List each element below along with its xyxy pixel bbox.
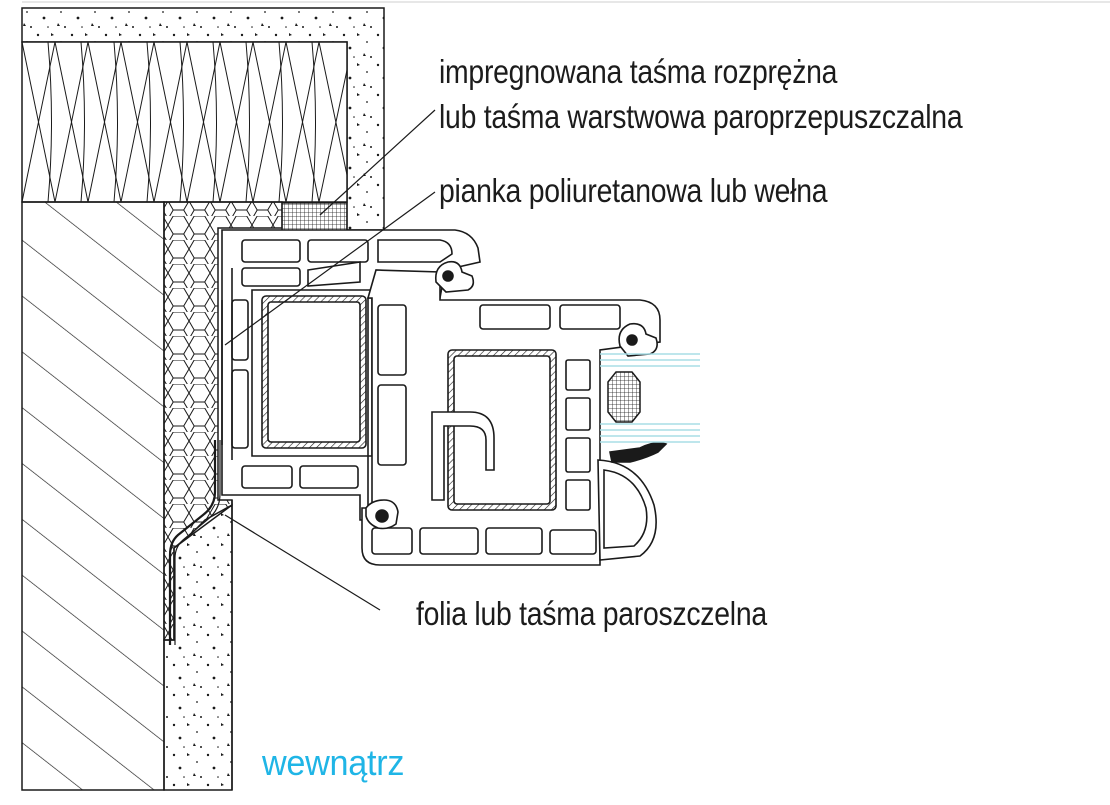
expanding-tape xyxy=(281,202,348,232)
inner-plaster-layer xyxy=(163,500,233,791)
leader-foil xyxy=(224,514,381,611)
label-vapor-barrier: folia lub taśma paroszczelna xyxy=(416,595,767,632)
leader-tape xyxy=(319,109,436,216)
label-expanding-tape: impregnowana taśma rozprężna xyxy=(439,53,838,90)
gaskets xyxy=(365,260,668,530)
label-layered-tape: lub taśma warstwowa paroprzepuszczalna xyxy=(439,98,963,135)
leader-lines xyxy=(224,109,436,611)
label-interior: wewnątrz xyxy=(262,742,405,783)
label-pu-foam: pianka poliuretanowa lub wełna xyxy=(439,172,828,209)
window-sash-profile xyxy=(361,269,661,566)
leader-foam xyxy=(224,191,436,346)
thermal-insulation-layer xyxy=(21,41,348,203)
vapor-barrier-foil xyxy=(168,440,221,645)
glass-spacer xyxy=(607,371,641,423)
masonry-wall xyxy=(21,201,165,791)
glass-pane xyxy=(600,353,700,443)
window-frame-profile xyxy=(221,229,481,521)
